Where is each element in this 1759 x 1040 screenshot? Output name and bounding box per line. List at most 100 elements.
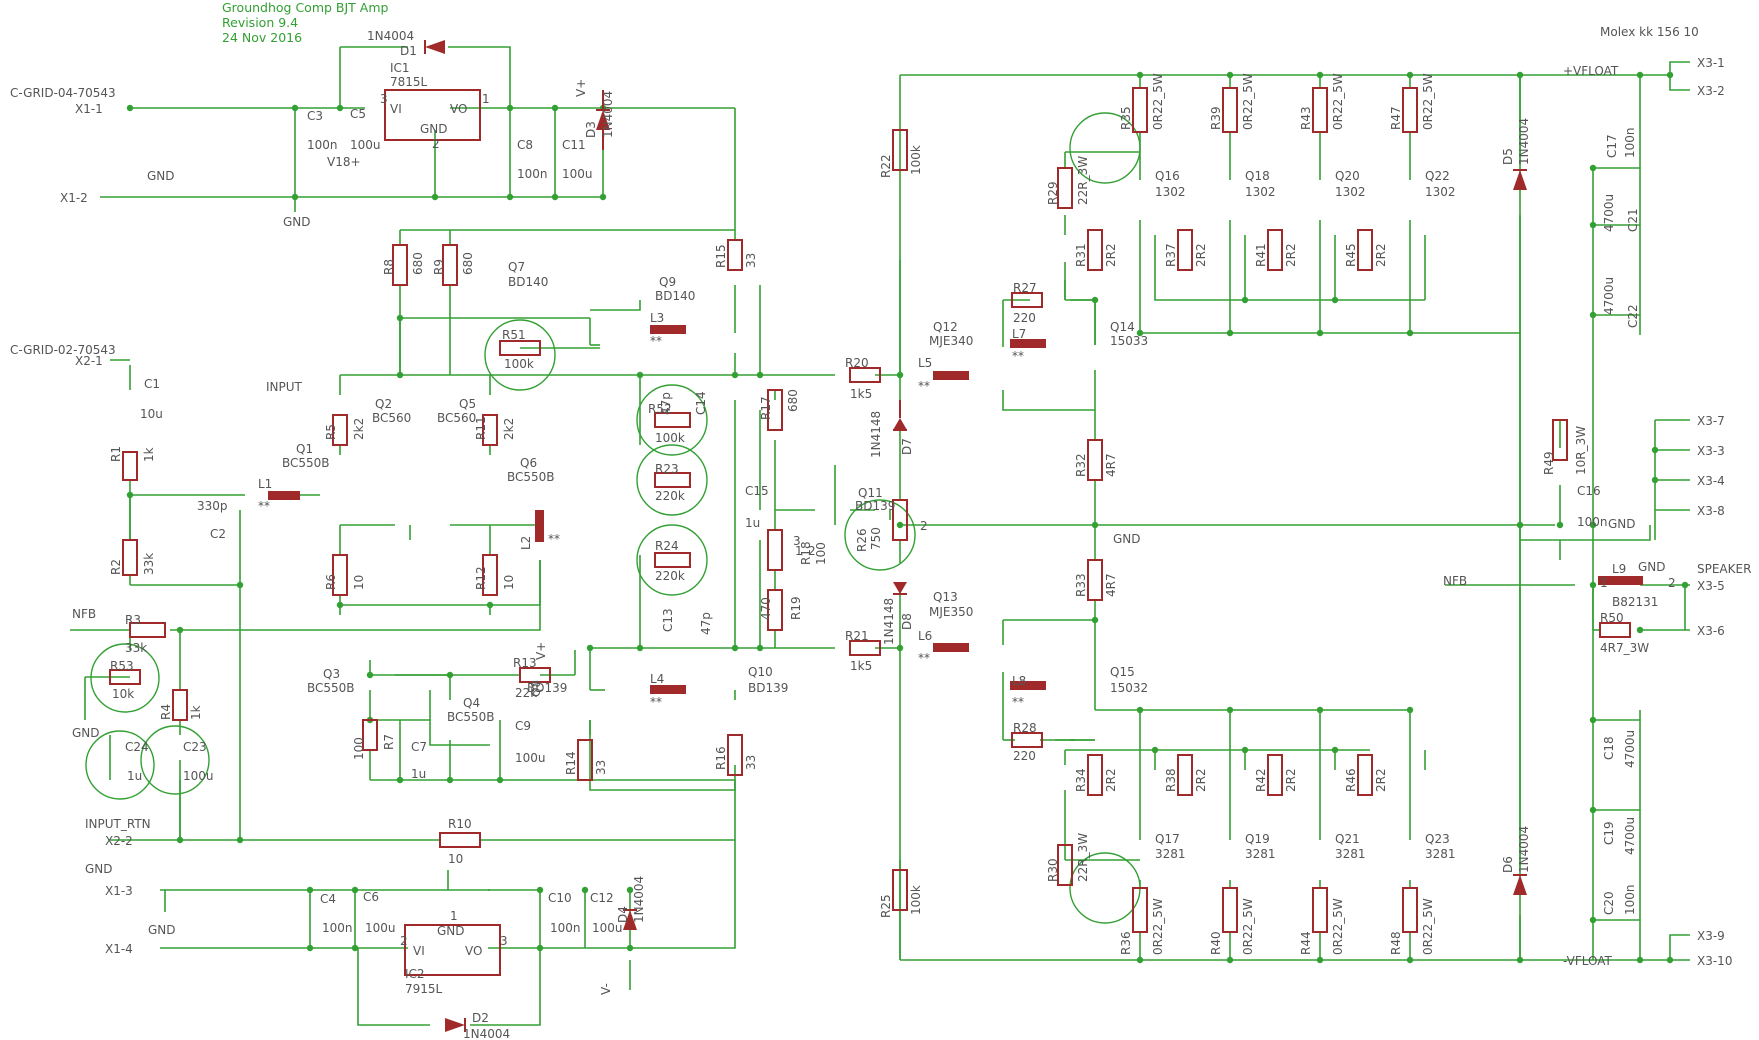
l2-ref: L2: [519, 536, 533, 550]
junction-dot: [551, 104, 559, 112]
header-note: Molex kk 156 10: [1600, 25, 1699, 39]
junction-dot: [1151, 746, 1159, 754]
l5-mark: **: [918, 379, 930, 393]
ic2-value: 7915L: [405, 982, 443, 996]
junction-dot: [1406, 71, 1414, 79]
c11-value: 100u: [562, 167, 593, 181]
l3-mark: **: [650, 334, 662, 348]
r23-ref: R23: [655, 462, 679, 476]
r28-ref: R28: [1013, 721, 1037, 735]
c8-value: 100n: [517, 167, 548, 181]
d7-ref: D7: [900, 438, 914, 455]
junction-dot: [1136, 71, 1144, 79]
r36-body: [1132, 887, 1148, 933]
r33-ref: R33: [1074, 573, 1088, 597]
junction-dot: [536, 886, 544, 894]
r15-value: 33: [744, 253, 758, 268]
schematic-title: Groundhog Comp BJT Amp: [222, 0, 389, 15]
q20-ref: Q20: [1335, 169, 1360, 183]
r5-ref: R5: [324, 424, 338, 440]
junction-dot: [1331, 296, 1339, 304]
junction-dot: [1589, 916, 1597, 924]
net-nfb-2: NFB: [1443, 574, 1467, 588]
r13-body: [519, 667, 551, 683]
junction-dot: [586, 644, 594, 652]
junction-dot: [1136, 706, 1144, 714]
r36-value: 0R22_5W: [1151, 898, 1165, 955]
q11-value: BD139: [855, 499, 895, 513]
junction-dot: [756, 644, 764, 652]
r45-value: 2R2: [1374, 243, 1388, 267]
r18-pin2: 2: [808, 544, 816, 558]
junction-dot: [1651, 446, 1659, 454]
r22-ref: R22: [879, 154, 893, 178]
r17-body: [767, 389, 783, 431]
c12-ref: C12: [590, 891, 614, 905]
conn-x3-6: X3-6: [1697, 624, 1725, 638]
c19-value: 4700u: [1623, 817, 1637, 855]
r41-ref: R41: [1254, 243, 1268, 267]
r2-ref: R2: [109, 559, 123, 575]
d5-value: 1N4004: [1517, 118, 1531, 165]
r1-value: 1k: [142, 447, 156, 462]
r28-body: [1011, 732, 1043, 748]
r30-body: [1057, 844, 1073, 886]
r52-ref: R52: [648, 402, 672, 416]
q19-value: 3281: [1245, 847, 1276, 861]
conn-x2-2: X2-2: [105, 834, 133, 848]
r51-body: [499, 340, 541, 356]
r18-ref: R18: [799, 541, 813, 565]
q20-value: 1302: [1335, 185, 1366, 199]
r18-body: [767, 529, 783, 571]
r7-value: 100: [352, 737, 366, 760]
r47-body: [1402, 87, 1418, 133]
q8-ref: Q8: [529, 680, 543, 697]
r49-ref: R49: [1542, 451, 1556, 475]
r24-value: 220k: [655, 569, 685, 583]
c18-value: 4700u: [1623, 730, 1637, 768]
r11-value: 2k2: [502, 418, 516, 440]
r26-body: [892, 499, 908, 541]
junction-dot: [1556, 521, 1564, 529]
c7-value: 1u: [411, 767, 426, 781]
r31-ref: R31: [1074, 243, 1088, 267]
junction-dot: [446, 776, 454, 784]
labels: Molex kk 156 10 X1-1 X1-2 X1-3 X1-4 X2-1…: [10, 25, 1751, 1040]
l4-mark: **: [650, 695, 662, 709]
junction-dot: [1241, 296, 1249, 304]
conn-x3-2: X3-2: [1697, 84, 1725, 98]
ic2-pin1: 1: [450, 909, 458, 923]
l3-body: [650, 325, 686, 334]
r24-ref: R24: [655, 539, 679, 553]
r6-body: [332, 554, 348, 596]
r52-value: 100k: [655, 431, 685, 445]
c21-value: 4700u: [1602, 194, 1616, 232]
c2-value: 330p: [197, 499, 228, 513]
r37-body: [1177, 229, 1193, 271]
d8-ref: D8: [900, 613, 914, 630]
net-vfloat-n: -VFLOAT: [1563, 954, 1613, 968]
junction-dot: [1589, 806, 1597, 814]
net-v18: V18+: [327, 155, 361, 169]
r37-ref: R37: [1164, 243, 1178, 267]
r48-value: 0R22_5W: [1421, 898, 1435, 955]
junction-dot: [126, 104, 134, 112]
junction-dot: [1516, 71, 1524, 79]
r33-value: 4R7: [1104, 573, 1118, 597]
title-block: Groundhog Comp BJT Amp Revision 9.4 24 N…: [222, 0, 388, 45]
r48-ref: R48: [1389, 931, 1403, 955]
r18-value: 100: [814, 542, 828, 565]
junction-dot: [1316, 706, 1324, 714]
q16-ref: Q16: [1155, 169, 1180, 183]
r25-body: [892, 869, 908, 911]
r12-body: [482, 554, 498, 596]
d4-symbol: [623, 910, 637, 930]
r39-value: 0R22_5W: [1241, 73, 1255, 130]
q9-value: BD140: [655, 289, 695, 303]
q10-ref: Q10: [748, 665, 773, 679]
ic1-vi: VI: [390, 102, 402, 116]
r20-ref: R20: [845, 356, 869, 370]
net-gnd-7: GND: [1608, 517, 1636, 531]
junction-dot: [1589, 311, 1597, 319]
l4-body: [650, 685, 686, 694]
